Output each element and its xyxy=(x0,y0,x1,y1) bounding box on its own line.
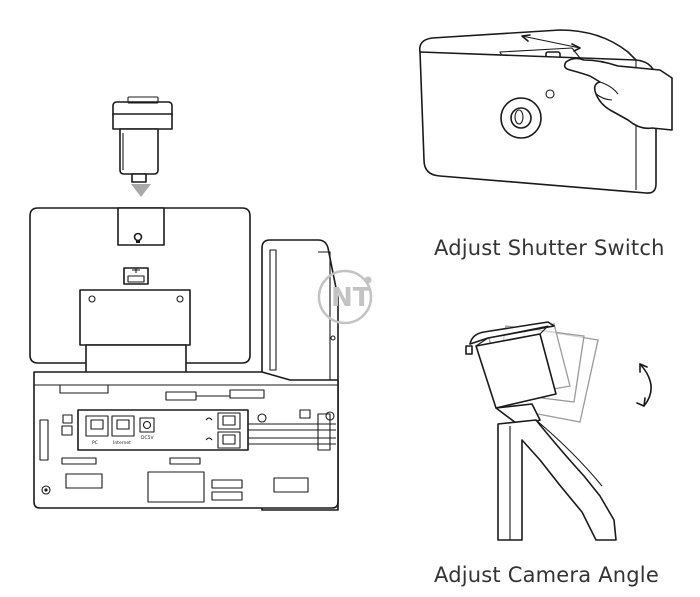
phone-base-body: PC Internet DC5V xyxy=(33,239,339,511)
watermark-text: NT xyxy=(331,283,371,313)
camera-shutter-illustration xyxy=(418,29,673,194)
shutter-caption: Adjust Shutter Switch xyxy=(434,236,665,260)
phone-back-panel xyxy=(29,207,251,378)
port-label-pc: PC xyxy=(92,440,98,446)
port-label-dc: DC5V xyxy=(141,435,154,441)
usb-camera-module xyxy=(112,96,173,183)
port-label-internet: Internet xyxy=(113,440,131,446)
insert-arrow xyxy=(131,184,151,197)
camera-angle-illustration xyxy=(465,321,652,541)
nt-watermark-logo: NT xyxy=(317,269,373,325)
camera-angle-caption: Adjust Camera Angle xyxy=(434,563,659,587)
